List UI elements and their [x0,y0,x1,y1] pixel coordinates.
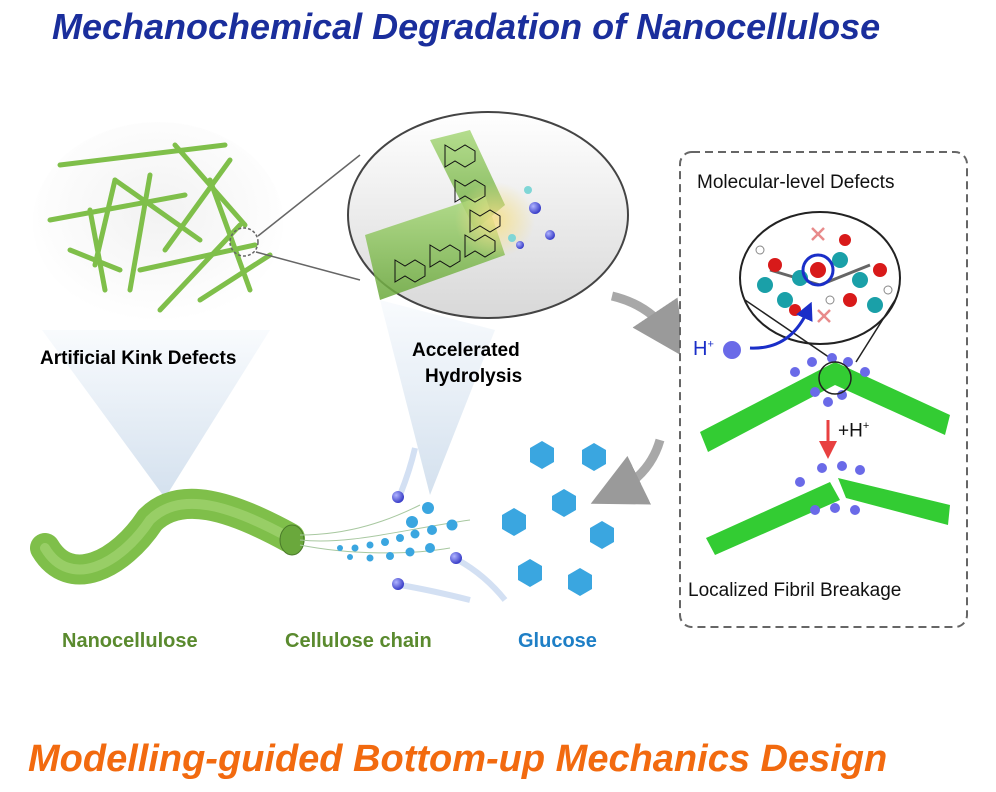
label-artificial-kink-defects: Artificial Kink Defects [40,348,237,369]
molecular-zoom-circle [739,211,901,345]
proton-attack-arrow [749,301,813,350]
arrow-to-panel [610,291,685,358]
label-glucose: Glucose [518,630,597,652]
cellulose-molecule-sketch [394,144,501,283]
cellulose-chain-hexagons [337,502,458,562]
kink-site-circle [818,361,852,395]
glucose-hexagons [502,441,614,596]
label-hydrolysis: Hydrolysis [425,366,523,387]
proton-symbol: H [693,338,708,360]
add-proton-label: +H+ [838,420,869,442]
bottom-subtitle: Modelling-guided Bottom-up Mechanics Des… [28,738,888,780]
panel-footer: Localized Fibril Breakage [688,580,902,601]
protons-around-kink [790,353,870,407]
proton-comets [392,447,508,603]
broken-fibril-left [706,482,840,555]
proton-ball-panel [723,341,741,359]
label-accelerated: Accelerated [412,340,520,361]
proton-charge: + [707,338,714,351]
molecular-zoom-line-left [744,299,837,363]
broken-bond-marks [811,227,831,323]
label-cellulose-chain: Cellulose chain [285,630,432,652]
middle-zoom-cone [380,300,495,495]
protons-around-break [795,461,865,515]
zoom-line-bottom [255,251,361,281]
add-proton-symbol: +H [838,420,863,442]
zoom-line-top [257,154,361,237]
panel-heading: Molecular-level Defects [697,172,895,193]
proton-label: H+ [693,338,714,361]
add-proton-charge: + [862,420,870,432]
label-nanocellulose: Nanocellulose [62,630,198,652]
cellulose-chain-lines [299,504,471,554]
arrow-to-glucose [590,438,665,505]
fibril-network [47,142,273,313]
molecular-zoom-line-right [855,299,896,363]
broken-fibril-right [838,478,950,525]
kink-highlight-circle [229,227,259,257]
main-title: Mechanochemical Degradation of Nanocellu… [52,6,881,47]
bond-highlight-circle [801,253,835,287]
proton-balls-bubble [508,186,555,249]
left-zoom-cone [42,330,270,498]
kinked-fibril-upper [700,362,950,452]
